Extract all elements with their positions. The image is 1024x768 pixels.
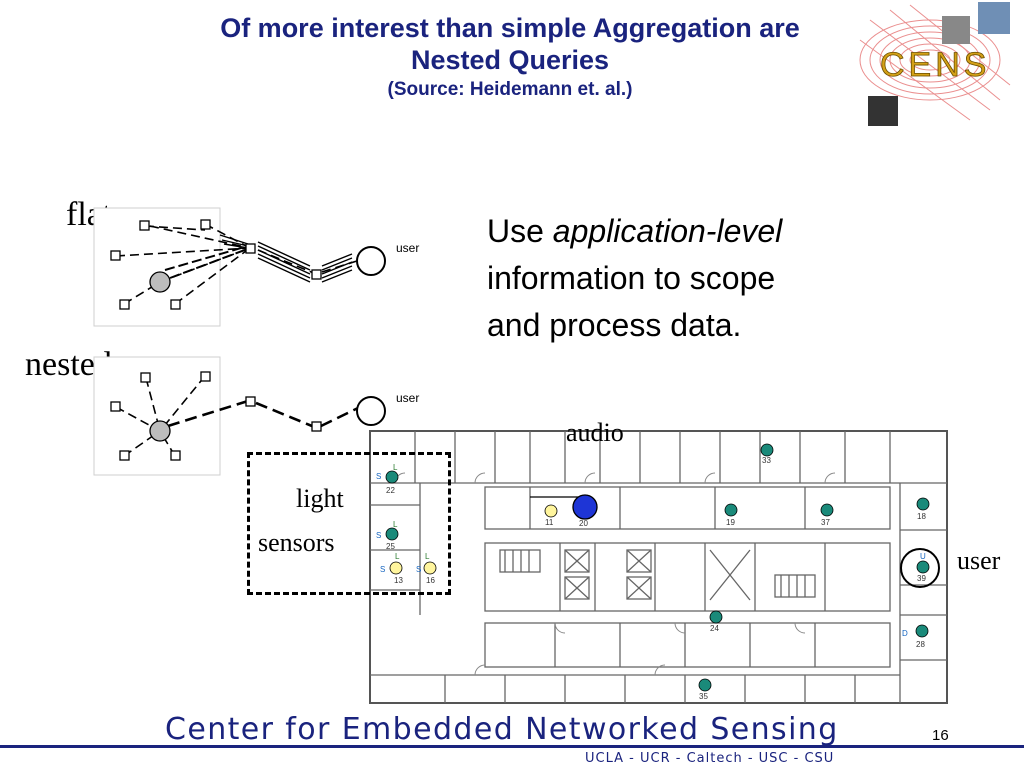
floor-plan <box>369 430 948 704</box>
audio-node-20 <box>572 494 598 520</box>
node-20-id: 20 <box>579 519 588 528</box>
node-28-d-label: D <box>902 629 908 638</box>
sensor-node-35 <box>698 678 712 692</box>
node-24-id: 24 <box>710 624 719 633</box>
cens-logo: CENS <box>859 2 1011 126</box>
flat-diagram: user <box>93 207 419 327</box>
nested-node <box>245 396 256 407</box>
nested-node <box>119 450 130 461</box>
title-source: (Source: Heidemann et. al.) <box>387 79 633 100</box>
nested-node <box>110 401 121 412</box>
flat-node <box>170 299 181 310</box>
flat-node <box>245 243 256 254</box>
body-use: Use <box>487 213 553 249</box>
node-25-l-label: L <box>393 520 398 529</box>
logo-image-tile-2 <box>942 16 970 44</box>
body-line-2: information to scope <box>487 260 776 296</box>
footer-subtitle: UCLA - UCR - Caltech - USC - CSU <box>585 751 835 766</box>
light-sensor-13 <box>389 561 403 575</box>
footer-title: Center for Embedded Networked Sensing <box>165 712 839 747</box>
body-emphasis: application-level <box>552 213 783 249</box>
flat-node <box>119 299 130 310</box>
nested-user-label: user <box>396 391 419 405</box>
flat-sink-node <box>149 271 171 293</box>
logo-image-tile-1 <box>978 2 1010 34</box>
node-13-l-label: L <box>395 552 400 561</box>
node-13-id: 13 <box>394 576 403 585</box>
node-25-id: 25 <box>386 542 395 551</box>
node-22-l-label: L <box>393 463 398 472</box>
nested-diagram: user <box>93 356 419 476</box>
query-diagrams: user user <box>93 207 419 476</box>
nested-region <box>93 356 221 476</box>
node-28-id: 28 <box>916 640 925 649</box>
body-line-3: and process data. <box>487 307 742 343</box>
flat-user-node <box>356 246 386 276</box>
node-11-id: 11 <box>545 518 554 527</box>
nested-node <box>200 371 211 382</box>
node-16-l-label: L <box>425 552 430 561</box>
slide-title: Of more interest than simple Aggregation… <box>80 12 940 104</box>
light-label: light <box>296 484 344 513</box>
floorplan-user-label: user <box>957 546 1001 575</box>
user-highlight-circle <box>900 548 940 588</box>
title-line-2: Nested Queries <box>410 45 610 75</box>
node-19-id: 19 <box>726 518 735 527</box>
light-sensors-region <box>247 452 451 595</box>
logo-text: CENS <box>880 46 990 84</box>
audio-label: audio <box>566 418 624 447</box>
sensor-node-25 <box>385 527 399 541</box>
node-25-s-label: S <box>376 531 381 540</box>
sensor-node-28 <box>915 624 929 638</box>
flat-node <box>139 220 150 231</box>
flat-user-label: user <box>396 241 419 255</box>
light-sensor-16 <box>423 561 437 575</box>
node-16-s-label: S <box>416 565 421 574</box>
sensor-node-19 <box>724 503 738 517</box>
node-16-id: 16 <box>426 576 435 585</box>
sensor-node-22 <box>385 470 399 484</box>
flat-node <box>110 250 121 261</box>
node-13-s-label: S <box>380 565 385 574</box>
sensors-label: sensors <box>258 528 335 557</box>
nested-node <box>311 421 322 432</box>
nested-node <box>140 372 151 383</box>
page-number: 16 <box>932 727 949 744</box>
node-37-id: 37 <box>821 518 830 527</box>
sensor-node-37 <box>820 503 834 517</box>
sensor-node-24 <box>709 610 723 624</box>
light-sensor-11 <box>544 504 558 518</box>
title-line-1: Of more interest than simple Aggregation… <box>220 13 800 43</box>
node-33-id: 33 <box>762 456 771 465</box>
sensor-node-18 <box>916 497 930 511</box>
node-22-s-label: S <box>376 472 381 481</box>
body-text: Use application-level information to sco… <box>487 208 782 349</box>
node-35-id: 35 <box>699 692 708 701</box>
footer-divider <box>0 745 1024 748</box>
flat-node <box>200 219 211 230</box>
node-22-id: 22 <box>386 486 395 495</box>
nested-user-node <box>356 396 386 426</box>
flat-node <box>311 269 322 280</box>
nested-sink-node <box>149 420 171 442</box>
logo-image-tile-3 <box>868 96 898 126</box>
sensor-node-33 <box>760 443 774 457</box>
node-18-id: 18 <box>917 512 926 521</box>
nested-node <box>170 450 181 461</box>
